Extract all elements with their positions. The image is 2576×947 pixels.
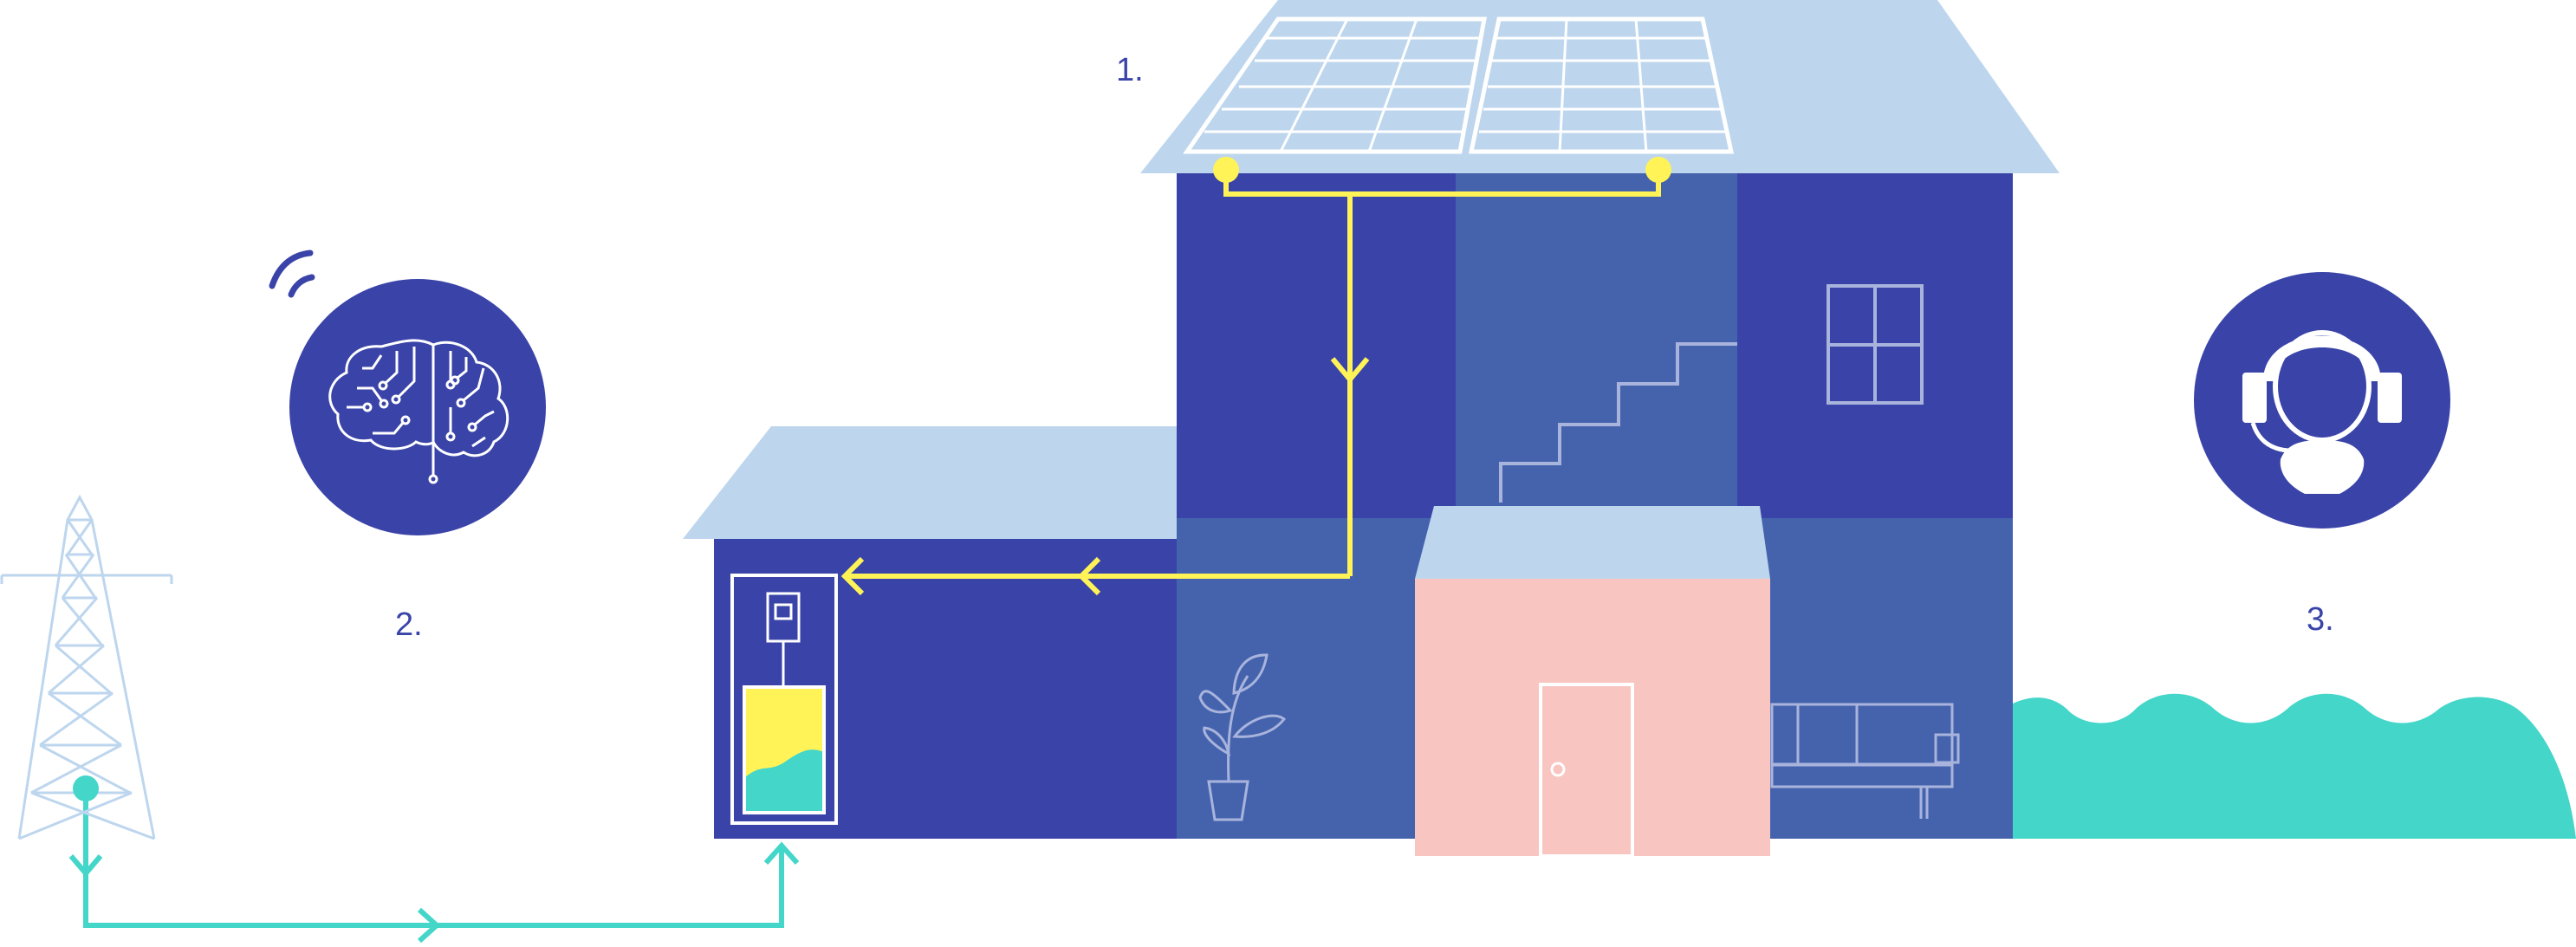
step-1-label: 1. [1116, 52, 1144, 88]
grid-flow-arrow-right [417, 907, 441, 944]
solar-panels [1183, 16, 1735, 154]
solar-panel-right [1468, 16, 1735, 154]
wifi-signal-icon [269, 250, 315, 298]
grid-connector [73, 775, 99, 801]
house-upper-left-wall [1177, 173, 1456, 518]
entrance-roof [1415, 506, 1770, 579]
solar-flow-arrow-down [1330, 357, 1370, 384]
battery-storage-icon [730, 574, 838, 825]
step-3-label: 3. [2307, 601, 2334, 638]
headset-support-icon [2242, 330, 2402, 494]
solar-energy-flow [840, 170, 1661, 596]
door-icon[interactable] [1539, 683, 1634, 858]
entrance-wall [1415, 579, 1770, 856]
grid-flow-arrow-down [68, 854, 103, 878]
annex-roof [683, 426, 1177, 539]
customer-support-badge [2194, 272, 2450, 529]
brain-circuit-icon [328, 339, 509, 484]
sofa-icon [1770, 703, 1960, 819]
solar-connector-right [1645, 157, 1671, 183]
solar-connector-left [1213, 157, 1239, 183]
window-icon [1827, 284, 1924, 405]
grid-flow-arrow-up [763, 841, 800, 866]
stairs-icon [1499, 342, 1737, 503]
entrance-block [1415, 506, 1770, 858]
electricity-pylon-icon [0, 494, 173, 840]
grid-energy-flow [68, 788, 800, 944]
smart-management-badge [269, 250, 546, 535]
solar-flow-arrow-left [1077, 556, 1101, 596]
hedge-shape [2013, 693, 2576, 839]
plant-icon [1198, 653, 1287, 821]
solar-flow-arrow-battery [840, 556, 865, 596]
step-2-label: 2. [395, 606, 423, 643]
